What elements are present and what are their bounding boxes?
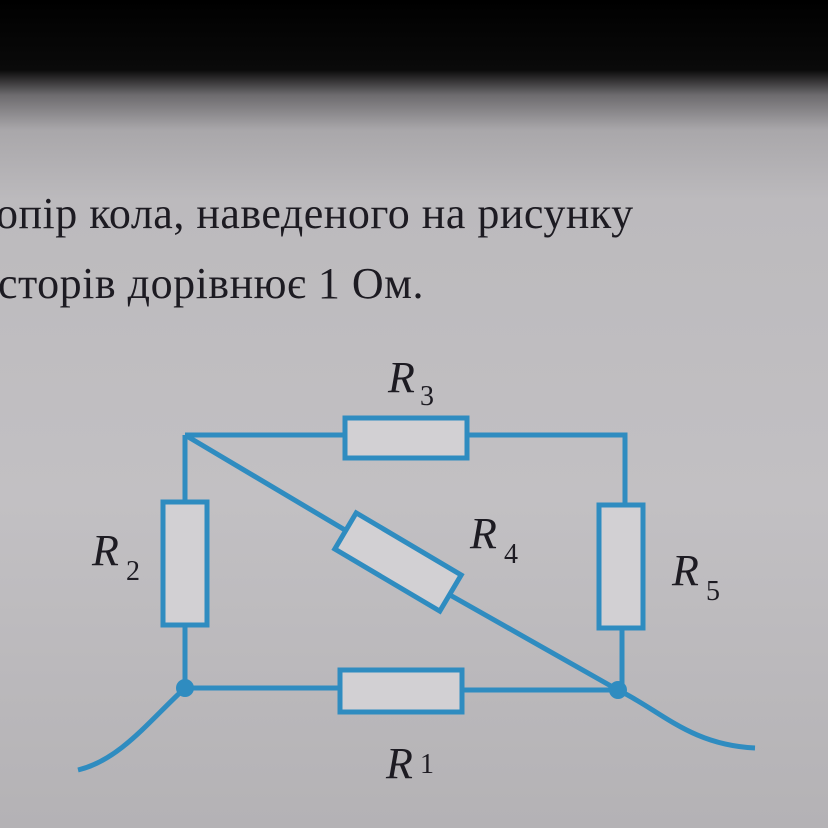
- node-left: [176, 679, 194, 697]
- label-r2-sub: 2: [126, 556, 140, 587]
- node-right: [609, 681, 627, 699]
- resistor-r2: [160, 499, 210, 628]
- label-r5: R: [671, 546, 699, 595]
- resistor-r4: [331, 509, 465, 615]
- problem-text-line-2: сторів дорівнює 1 Ом.: [0, 259, 424, 308]
- wire-bottom: [185, 685, 618, 693]
- label-r5-sub: 5: [706, 576, 720, 607]
- wire-diagonal: [183, 432, 620, 693]
- label-r1: R: [385, 739, 413, 788]
- label-r3: R: [387, 353, 415, 402]
- lead-left: [77, 686, 187, 773]
- label-r3-sub: 3: [420, 381, 434, 412]
- label-r1-sub: 1: [420, 749, 434, 780]
- resistor-r3: [342, 415, 470, 461]
- resistor-r5: [596, 502, 646, 631]
- label-r4: R: [469, 509, 497, 558]
- label-r2: R: [91, 526, 119, 575]
- resistor-r1: [337, 667, 465, 715]
- wire-top: [185, 432, 628, 505]
- label-r4-sub: 4: [504, 539, 518, 570]
- problem-text-line-1: опір кола, наведеного на рисунку: [0, 189, 634, 238]
- lead-right: [616, 687, 756, 751]
